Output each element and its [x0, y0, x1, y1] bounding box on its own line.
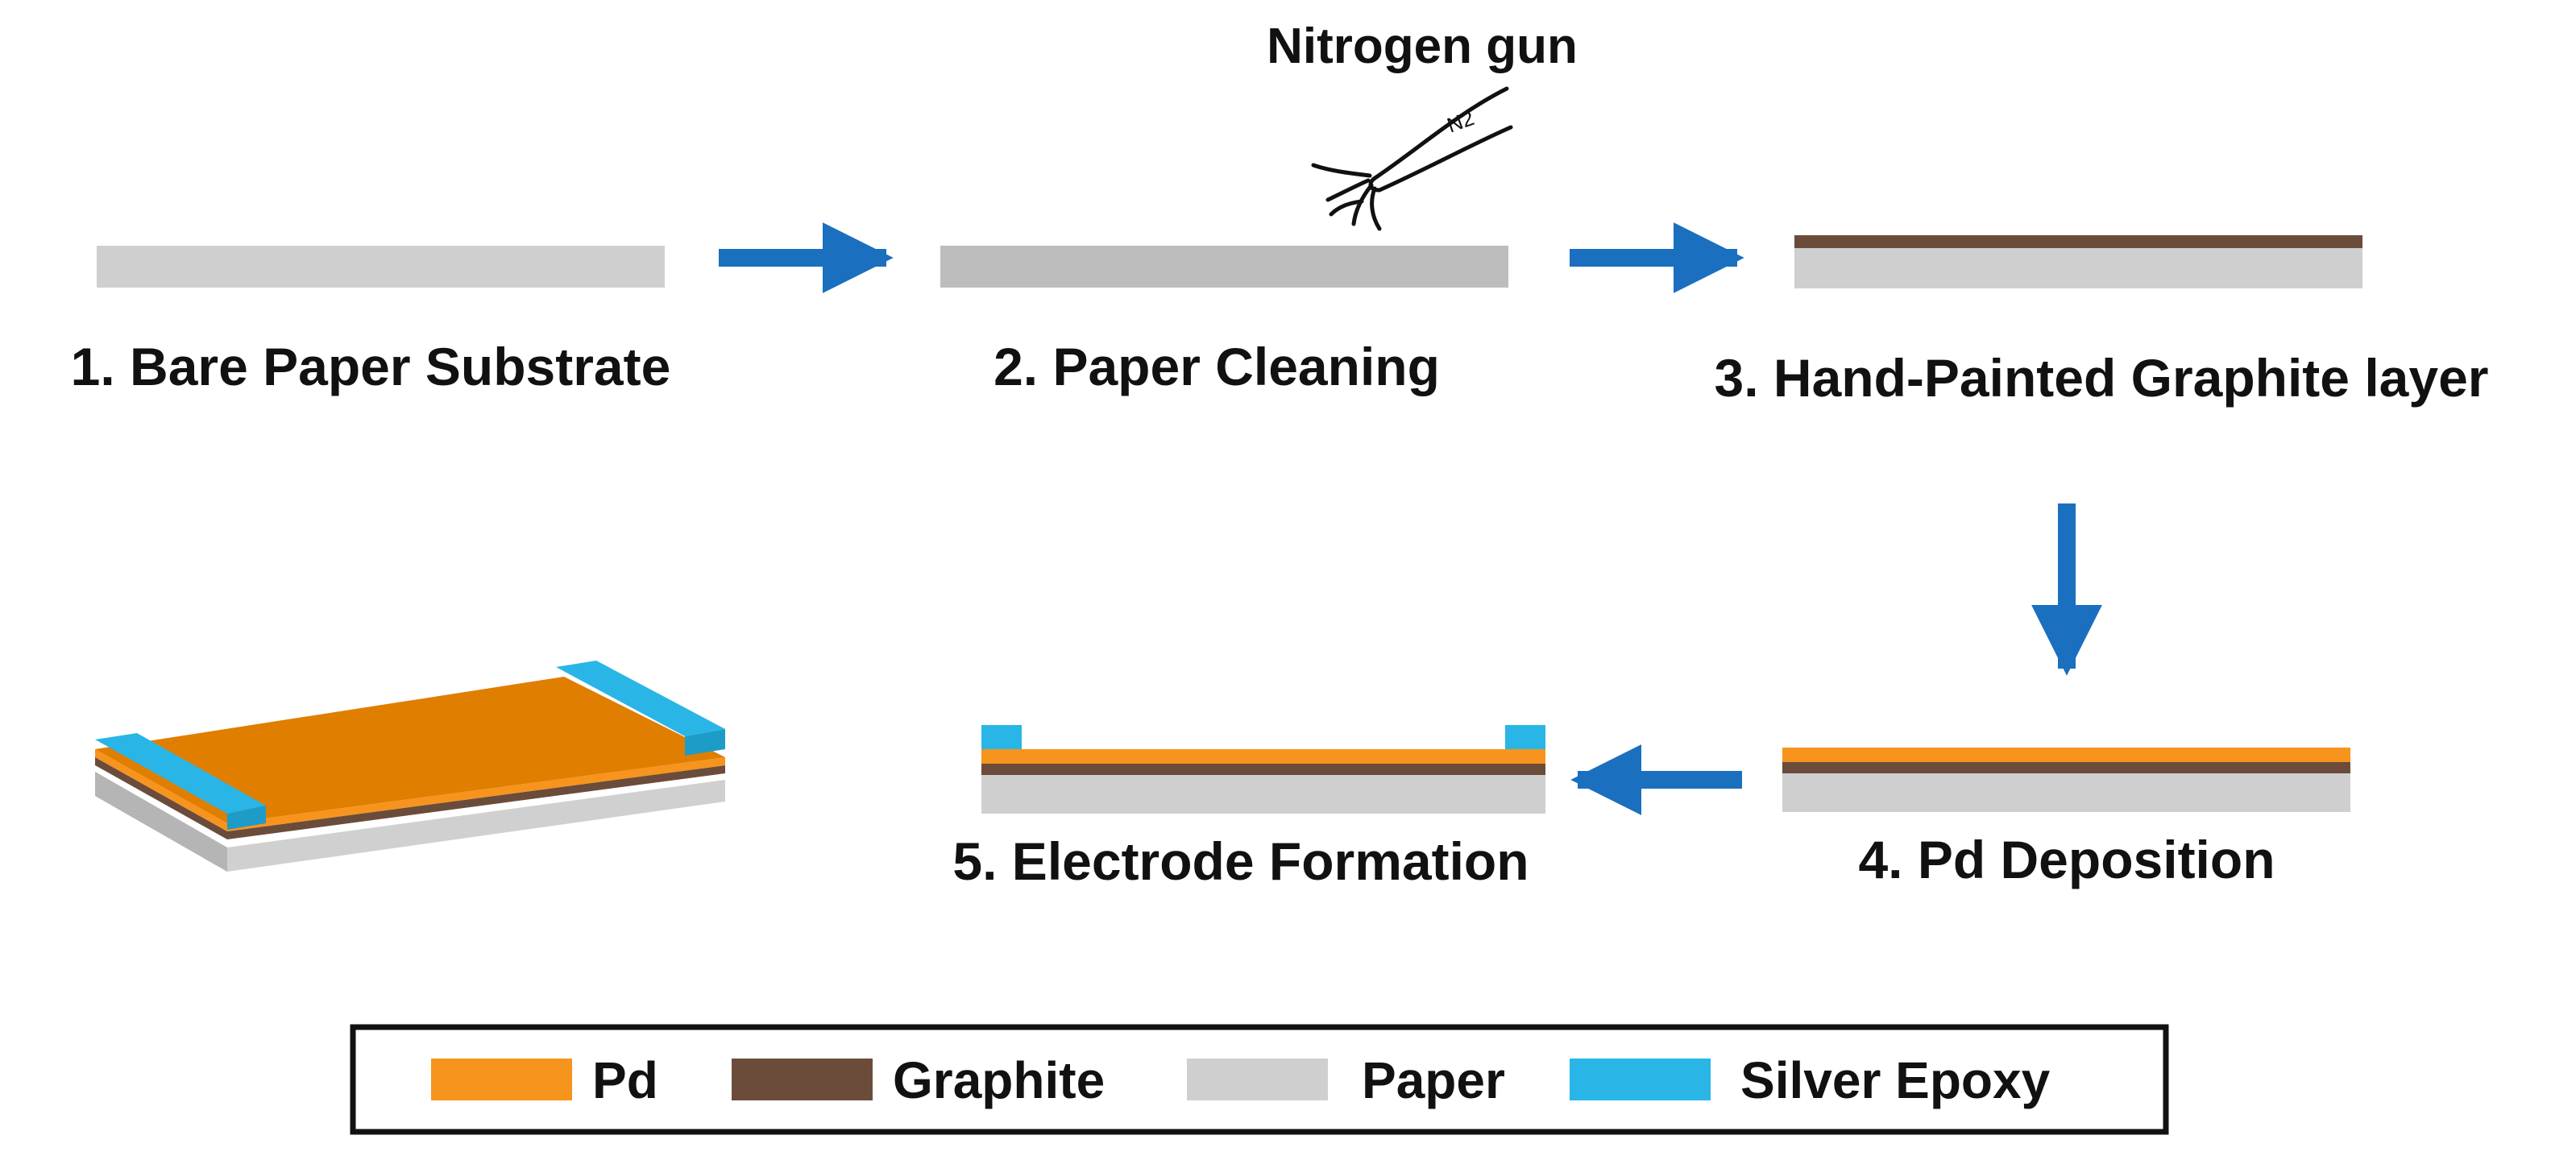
legend-swatch-pd — [431, 1059, 572, 1100]
step-2-label: 2. Paper Cleaning — [993, 337, 1440, 396]
device-3d-view — [95, 661, 725, 872]
legend: Pd Graphite Paper Silver Epoxy — [350, 1024, 2169, 1135]
legend-label-paper: Paper — [1362, 1051, 1505, 1109]
graphite-layer — [1794, 235, 2362, 248]
step-5-label: 5. Electrode Formation — [952, 831, 1529, 891]
step-3-graphite-layer: 3. Hand-Painted Graphite layer — [1715, 235, 2489, 408]
paper-layer — [940, 246, 1508, 288]
epoxy-pad-left — [981, 725, 1022, 749]
step-4-label: 4. Pd Deposition — [1858, 830, 2275, 889]
step-3-label: 3. Hand-Painted Graphite layer — [1715, 348, 2489, 408]
legend-label-silver-epoxy: Silver Epoxy — [1740, 1051, 2051, 1109]
legend-label-pd: Pd — [592, 1051, 658, 1109]
paper-layer — [1794, 248, 2362, 288]
graphite-layer — [981, 764, 1545, 775]
legend-label-graphite: Graphite — [893, 1051, 1105, 1109]
nitrogen-gun-icon: N2 — [1311, 86, 1513, 231]
legend-swatch-graphite — [732, 1059, 873, 1100]
step-5-electrode-formation: 5. Electrode Formation — [952, 725, 1545, 891]
step-1-bare-paper: 1. Bare Paper Substrate — [71, 246, 671, 396]
paper-layer — [97, 246, 665, 288]
epoxy-strip-left-front — [227, 806, 266, 830]
epoxy-strip-right-top — [556, 661, 725, 736]
step-4-pd-deposition: 4. Pd Deposition — [1782, 748, 2350, 889]
pd-top-surface — [95, 677, 725, 823]
paper-front-face — [95, 772, 725, 872]
legend-swatch-paper — [1187, 1059, 1328, 1100]
pd-layer — [981, 749, 1545, 764]
epoxy-pad-right — [1505, 725, 1545, 749]
paper-layer — [981, 775, 1545, 814]
paper-layer — [1782, 773, 2350, 812]
step-2-paper-cleaning: Nitrogen gun N2 2. Paper Cleaning — [940, 19, 1578, 396]
paper-side-face — [95, 772, 227, 872]
legend-swatch-silver-epoxy — [1570, 1059, 1711, 1100]
pd-layer — [1782, 748, 2350, 762]
step-1-label: 1. Bare Paper Substrate — [71, 337, 671, 396]
graphite-layer — [1782, 762, 2350, 773]
epoxy-strip-left-top — [95, 733, 266, 814]
epoxy-strip-right-front — [685, 729, 725, 756]
nitrogen-gun-label: Nitrogen gun — [1267, 19, 1578, 74]
